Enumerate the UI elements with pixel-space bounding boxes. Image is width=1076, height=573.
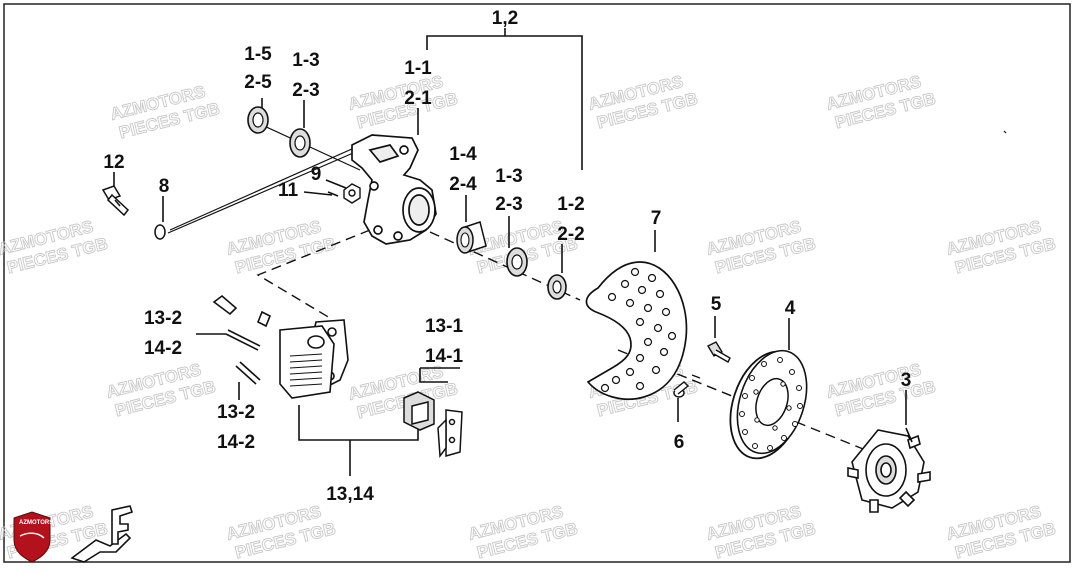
callout-2-2: 2-2 (557, 224, 584, 245)
part-1-1-knuckle (351, 134, 437, 245)
part-1-3-bearing-top (289, 128, 311, 158)
part-6-bolt (673, 381, 690, 398)
svg-text:AZMOTORS: AZMOTORS (19, 520, 53, 526)
part-7-disc-guard (585, 261, 688, 401)
callout-2-1: 2-1 (404, 88, 432, 109)
callout-2-5: 2-5 (244, 72, 272, 93)
callout-1-4: 1-4 (449, 144, 477, 165)
callout-14-2-b: 14-2 (217, 432, 255, 453)
part-1-5-seal (247, 106, 269, 134)
callout-13-2-a: 13-2 (144, 308, 182, 329)
part-12-bolt (101, 185, 130, 217)
callout-2-3-top: 2-3 (292, 80, 319, 101)
azmotors-logo: AZMOTORS (13, 511, 53, 563)
callout-13-1: 13-1 (425, 316, 463, 337)
part-8-washer (154, 224, 166, 240)
callout-8: 8 (159, 176, 170, 197)
callout-14-1: 14-1 (425, 346, 463, 367)
part-13-1-brake-pads (403, 391, 463, 459)
callout-4: 4 (785, 298, 796, 319)
callout-1-3-mid: 1-3 (495, 166, 522, 187)
callout-labels: 1,2 1-5 2-5 1-3 2-3 1-1 2-1 12 8 9 11 1-… (103, 8, 911, 505)
callout-group-1-2: 1,2 (492, 8, 518, 29)
caliper-assembly (212, 294, 349, 399)
leader-line (303, 191, 333, 196)
part-5-bolt (707, 341, 731, 363)
axis-line-bolt (691, 374, 701, 379)
callout-2-4: 2-4 (449, 174, 477, 195)
callout-13-2-b: 13-2 (217, 402, 255, 423)
callout-2-3-mid: 2-3 (495, 194, 522, 215)
callout-11: 11 (278, 180, 299, 201)
callout-1-2: 1-2 (557, 194, 584, 215)
callout-1-5: 1-5 (244, 44, 272, 65)
callout-1-1: 1-1 (404, 58, 432, 79)
part-1-4-bushing (456, 221, 487, 254)
callout-group-13-14: 13,14 (326, 484, 374, 505)
part-4-brake-disc (729, 349, 808, 460)
part-9-nut (343, 183, 361, 204)
callout-1-3-top: 1-3 (292, 50, 319, 71)
leader-line (419, 368, 448, 383)
front-direction-arrow-icon (70, 505, 134, 563)
part-3-hub (847, 427, 931, 513)
leader-lines (113, 28, 907, 476)
axis-line-caliper (256, 229, 371, 319)
axle-line (167, 143, 375, 234)
leader-line (325, 179, 347, 189)
stray-mark (1003, 130, 1007, 134)
callout-12: 12 (103, 152, 124, 173)
callout-6: 6 (674, 432, 685, 453)
callout-9: 9 (311, 164, 322, 185)
callout-14-2-a: 14-2 (144, 338, 182, 359)
thin-assembly-lines (167, 124, 375, 234)
callout-5: 5 (711, 294, 722, 315)
axle-line (169, 139, 373, 231)
axle-line (261, 124, 361, 171)
part-1-3-bearing-mid (506, 247, 528, 277)
callout-3: 3 (901, 370, 912, 391)
axis-line-hub (617, 349, 879, 456)
diagram-frame (3, 3, 1071, 563)
part-11-pin (327, 191, 339, 197)
part-1-2-seal (547, 274, 567, 300)
callout-7: 7 (651, 208, 662, 229)
